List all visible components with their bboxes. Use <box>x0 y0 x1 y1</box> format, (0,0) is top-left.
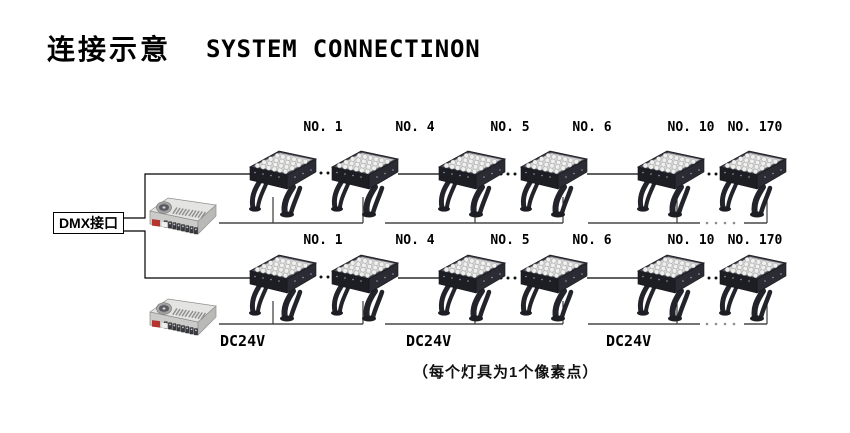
bracket-feet <box>249 206 294 218</box>
bracket-feet <box>520 206 565 218</box>
screw-dots <box>642 169 700 178</box>
dc24v-label: DC24V <box>406 332 452 350</box>
led-flood-light-icon <box>715 250 787 322</box>
led-lenses <box>724 153 778 174</box>
fixture-number-label: NO. 4 <box>395 233 435 248</box>
dmx-line-bottom <box>124 230 252 279</box>
label-white <box>161 322 168 329</box>
led-flood-light-icon <box>516 250 588 322</box>
mounting-bracket <box>438 282 492 321</box>
led-lenses <box>443 153 497 174</box>
bracket-feet <box>331 206 376 218</box>
mounting-bracket <box>520 282 574 321</box>
bracket-feet <box>249 310 294 322</box>
page-title-english: SYSTEM CONNECTINON <box>206 35 481 63</box>
dc24v-label: DC24V <box>606 332 652 350</box>
led-lenses <box>254 257 308 278</box>
screw-dots <box>525 169 583 178</box>
dmx-interface-box: DMX接口 <box>53 212 124 234</box>
dmx-line-top <box>124 173 252 219</box>
mounting-bracket <box>331 178 385 217</box>
led-flood-light-icon <box>434 146 506 218</box>
led-flood-light-icon <box>633 250 705 322</box>
screw-dots <box>336 169 394 178</box>
led-lenses <box>525 257 579 278</box>
screw-dots <box>642 273 700 282</box>
mounting-bracket <box>331 282 385 321</box>
led-flood-light-icon <box>715 146 787 218</box>
footnote: （每个灯具为1个像素点） <box>413 364 599 381</box>
led-flood-light-icon <box>245 146 317 218</box>
bracket-feet <box>438 206 483 218</box>
vent-slots <box>172 207 207 219</box>
led-lenses <box>525 153 579 174</box>
mounting-bracket <box>249 178 303 217</box>
fan-icon <box>156 201 172 214</box>
led-lenses <box>443 257 497 278</box>
led-flood-light-icon <box>327 146 399 218</box>
led-flood-light-icon <box>327 250 399 322</box>
terminal-strip <box>163 220 198 235</box>
screw-dots <box>336 273 394 282</box>
fixture-number-label: NO. 5 <box>490 120 530 135</box>
bus-ellipsis-dots <box>705 221 736 326</box>
fixture-number-label: NO. 1 <box>303 233 343 248</box>
led-lenses <box>642 153 696 174</box>
mounting-bracket <box>637 282 691 321</box>
screw-dots <box>443 273 501 282</box>
led-lenses <box>254 153 308 174</box>
mounting-bracket <box>719 282 773 321</box>
bracket-feet <box>637 310 682 322</box>
led-flood-light-icon <box>245 250 317 322</box>
led-lenses <box>724 257 778 278</box>
mounting-bracket <box>637 178 691 217</box>
mounting-bracket <box>249 282 303 321</box>
fixture-number-label: NO. 1 <box>303 120 343 135</box>
bracket-feet <box>331 310 376 322</box>
fixture-number-label: NO. 4 <box>395 120 435 135</box>
led-lenses <box>336 257 390 278</box>
mounting-bracket <box>719 178 773 217</box>
fixture-number-label: NO. 170 <box>727 233 783 248</box>
screw-dots <box>724 169 782 178</box>
bracket-feet <box>719 310 764 322</box>
mounting-bracket <box>438 178 492 217</box>
fixture-number-label: NO. 6 <box>572 120 612 135</box>
fixture-number-label: NO. 5 <box>490 233 530 248</box>
screw-dots <box>724 273 782 282</box>
bracket-feet <box>719 206 764 218</box>
fan-icon <box>156 302 172 315</box>
led-flood-light-icon <box>516 146 588 218</box>
page-title-chinese: 连接示意 <box>47 34 172 65</box>
screw-dots <box>443 169 501 178</box>
power-supply-icon <box>147 194 219 242</box>
screw-dots <box>254 169 312 178</box>
mounting-bracket <box>520 178 574 217</box>
dc24v-label: DC24V <box>220 332 266 350</box>
led-flood-light-icon <box>633 146 705 218</box>
label-red <box>152 219 160 227</box>
bracket-feet <box>438 310 483 322</box>
screw-dots <box>525 273 583 282</box>
label-white <box>161 221 168 228</box>
label-red <box>152 320 160 328</box>
fixture-number-label: NO. 10 <box>667 120 715 135</box>
fixture-number-label: NO. 170 <box>727 120 783 135</box>
led-lenses <box>336 153 390 174</box>
bracket-feet <box>637 206 682 218</box>
power-supply-icon <box>147 295 219 343</box>
fixture-number-label: NO. 6 <box>572 233 612 248</box>
bracket-feet <box>520 310 565 322</box>
fixture-number-label: NO. 10 <box>667 233 715 248</box>
vent-slots <box>172 308 207 320</box>
screw-dots <box>254 273 312 282</box>
led-flood-light-icon <box>434 250 506 322</box>
led-lenses <box>642 257 696 278</box>
